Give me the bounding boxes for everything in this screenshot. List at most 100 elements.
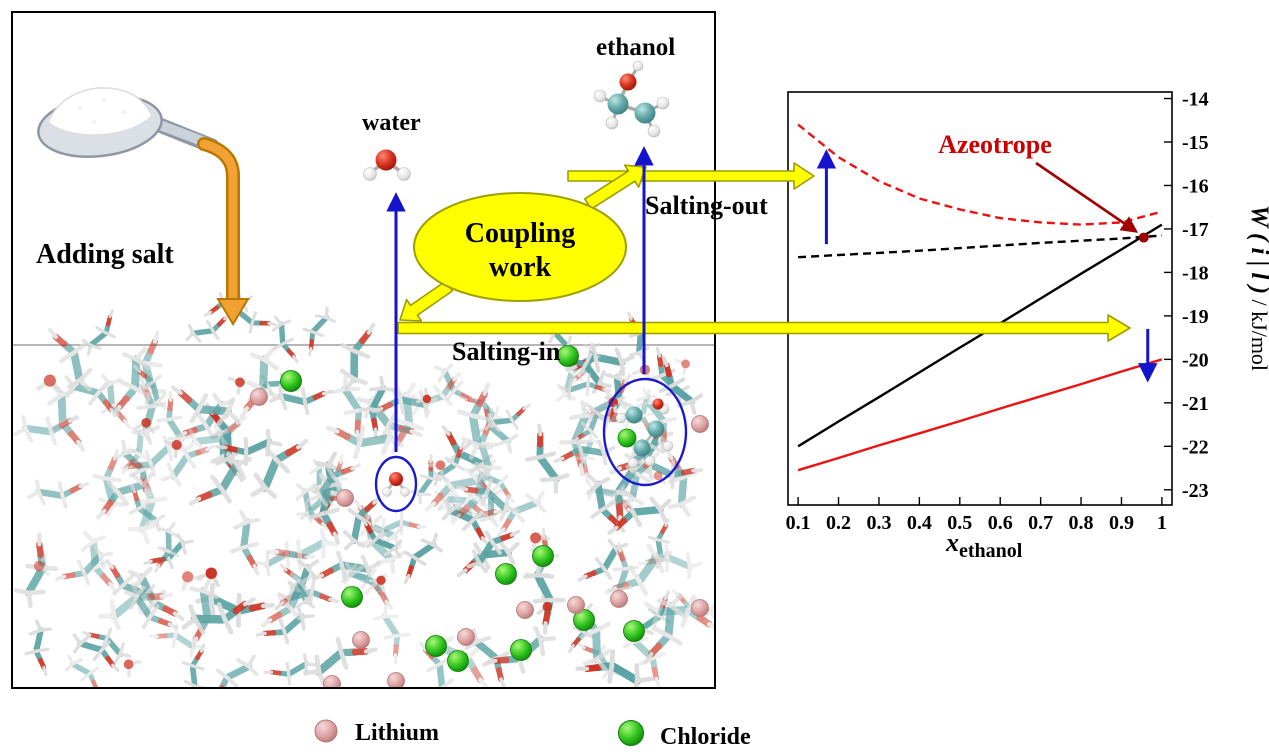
x-tick-label: 0.8: [1069, 512, 1094, 534]
water-label: water: [362, 110, 421, 136]
series-black-solid: [797, 223, 1163, 448]
hydrogen-atom: [632, 60, 644, 72]
chloride-ion: [425, 635, 447, 657]
salting-in-arrow: [397, 314, 1131, 342]
lithium-ion: [691, 599, 709, 617]
chloride-ion: [341, 586, 363, 608]
water-molecule-stick: [36, 374, 62, 393]
salting-in-label: Salting-in: [452, 337, 561, 366]
selection-circle-ethanol: [602, 377, 688, 487]
adding-salt-label: Adding salt: [36, 239, 174, 270]
lithium-ion: [250, 388, 268, 406]
coupling-to-water-arrow: [399, 280, 454, 322]
lithium-ion: [457, 628, 475, 646]
ethanol-molecule-stick: [553, 436, 616, 466]
ethanol-molecule-stick: [302, 636, 378, 687]
ethanol-molecule-stick: [311, 550, 382, 584]
ethanol-molecule-stick: [96, 472, 154, 520]
x-tick-label: 0.9: [1109, 512, 1134, 534]
water-molecule-stick: [123, 659, 142, 678]
lithium-ion: [336, 489, 354, 507]
water-molecule-stick: [674, 358, 690, 376]
ethanol-label: ethanol: [596, 34, 675, 61]
ethanol-molecule-stick: [254, 541, 316, 577]
y-tick-label: -19: [1182, 306, 1209, 328]
oxygen-atom: [375, 149, 397, 171]
lithium-ion: [516, 601, 534, 619]
carbon-atom: [607, 93, 629, 115]
carbon-atom: [625, 406, 643, 424]
water-molecule-stick: [427, 460, 446, 478]
chloride-ion: [510, 639, 532, 661]
liquid-molecules: [13, 292, 714, 687]
salting-out-label: Salting-out: [645, 191, 768, 220]
chloride-ion: [617, 428, 637, 448]
coupling-to-ethanol-arrow: [583, 164, 647, 210]
carbon-atom: [633, 439, 651, 457]
y-tick-label: -20: [1182, 349, 1209, 371]
water-molecule-stick: [530, 532, 551, 553]
ethanol-molecule-stick: [525, 423, 570, 494]
azeotrope-point: [1138, 232, 1149, 243]
ethanol-molecule-stick: [72, 633, 120, 672]
coupling-work-arrows: [397, 162, 1131, 342]
hydrogen-atom: [656, 96, 670, 110]
water-molecule: [363, 149, 411, 181]
ethanol-molecule-stick: [419, 641, 454, 687]
water-molecule-stick: [196, 567, 220, 587]
ethanol-molecule-stick: [181, 597, 256, 635]
salt-grain: [91, 119, 97, 125]
coupled-ethanol-site: [602, 377, 688, 487]
y-axis-label: W ( i | l ) / kJ/mol: [1246, 205, 1269, 371]
x-tick-label: 0.5: [947, 512, 972, 534]
hydrogen-atom: [593, 89, 607, 103]
ethanol-molecule-stick: [456, 478, 520, 522]
salting-out-arrow: [567, 162, 815, 190]
ethanol-molecule-stick: [339, 322, 376, 392]
ethanol-molecule-stick: [27, 479, 90, 509]
arrow-shaft: [199, 139, 238, 305]
ethanol-molecule-stick: [360, 517, 403, 559]
x-tick-label: 1: [1157, 512, 1167, 534]
adding-salt-arrow: [197, 137, 250, 326]
ethanol-molecule-stick: [263, 653, 318, 686]
hydrogen-atom: [382, 487, 392, 497]
y-tick-label: -18: [1182, 262, 1209, 284]
lithium-ion: [352, 631, 370, 649]
ethanol-molecule-stick: [306, 463, 361, 507]
hydrogen-atom: [615, 412, 627, 424]
x-tick-label: 0.4: [907, 512, 932, 534]
water-molecule-stick: [163, 439, 182, 459]
ethanol-molecule-stick: [410, 454, 442, 505]
x-axis-label-main: x: [945, 528, 959, 557]
hydrogen-atom: [644, 455, 656, 467]
coupling-work-line1: Coupling: [465, 218, 576, 249]
ethanol-molecule-stick: [13, 415, 80, 446]
y-axis-label-math: W ( i | l ): [1246, 205, 1269, 294]
water-molecule-stick: [181, 571, 203, 591]
coupled-water-site: [374, 455, 418, 513]
x-axis-label: xethanol: [945, 528, 1023, 562]
ethanol-molecule-stick: [81, 309, 117, 356]
lithium-ion: [387, 672, 405, 687]
ethanol-molecule-stick: [121, 423, 152, 475]
y-tick-label: -16: [1182, 175, 1209, 197]
ethanol-molecule-stick: [331, 375, 373, 442]
ethanol-molecule-stick: [250, 439, 309, 499]
lithium-ion: [691, 415, 709, 433]
hydrogen-atom: [662, 440, 674, 452]
ethanol-molecule-stick: [188, 452, 252, 506]
chloride-ion: [280, 370, 302, 392]
ethanol-molecule-stick: [434, 363, 478, 405]
carbon-atom: [647, 420, 665, 438]
salt-grain: [121, 109, 127, 115]
y-tick-label: -23: [1182, 480, 1209, 502]
lithium-ion: [323, 675, 341, 687]
water-molecule-stick: [134, 417, 155, 434]
arrow-head: [216, 298, 250, 326]
ethanol-molecule-stick: [558, 372, 612, 401]
ethanol-molecule-stick: [154, 522, 180, 573]
ethanol-molecule-stick: [607, 542, 639, 602]
hydrogen-atom: [627, 457, 639, 469]
